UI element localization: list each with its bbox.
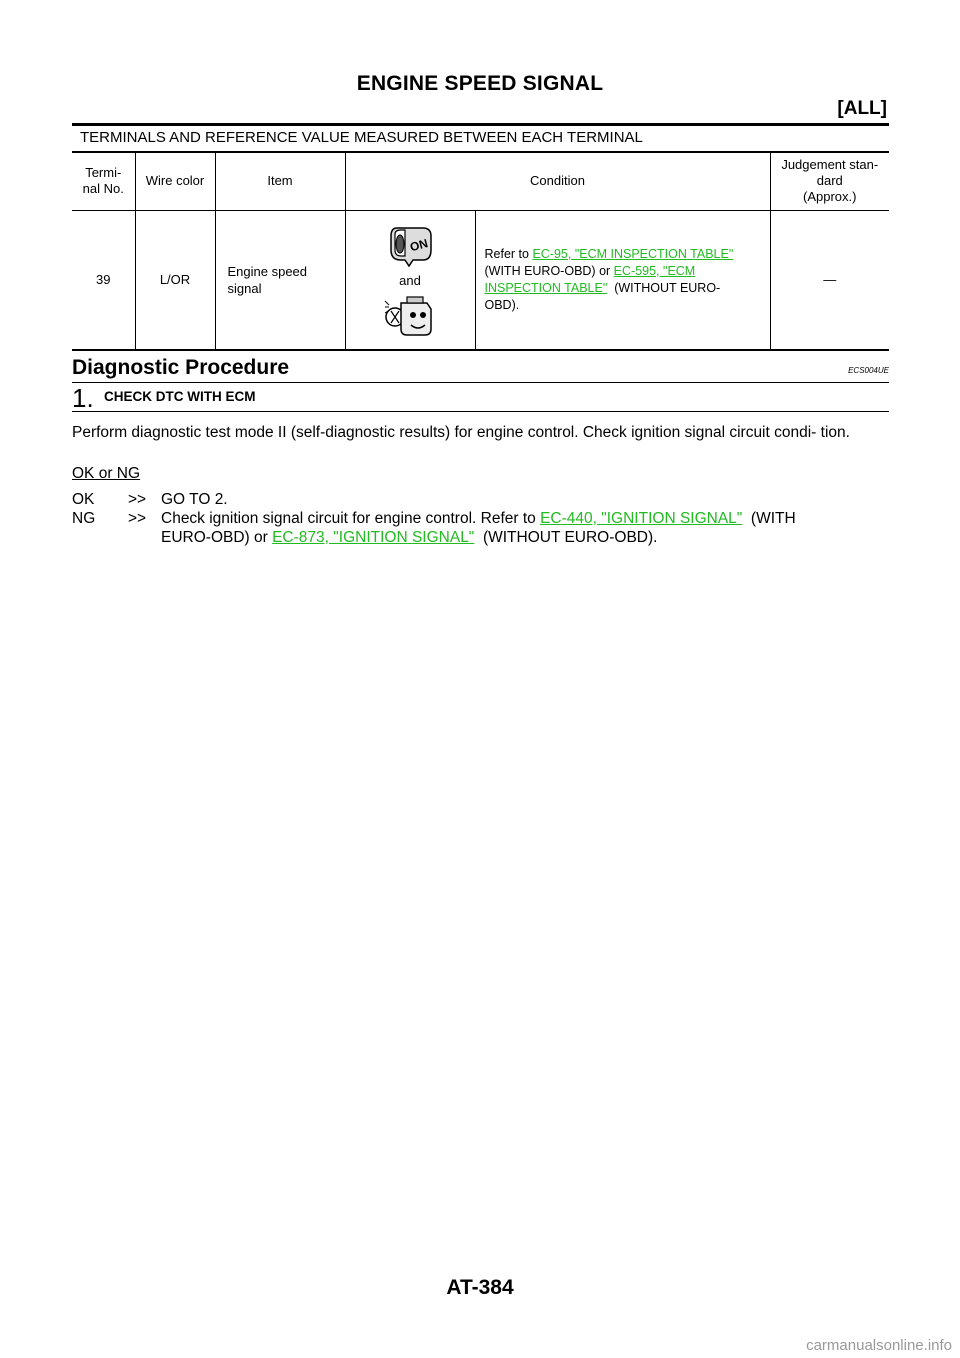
diagnostic-code: ECS004UE	[848, 366, 889, 375]
col-item-header: Item	[215, 153, 346, 211]
col-wire-color-header: Wire color	[135, 153, 216, 211]
ec95-link[interactable]: EC-95, "ECM INSPECTION TABLE"	[532, 246, 734, 261]
step-title: CHECK DTC WITH ECM	[104, 389, 256, 404]
ng-text-part1: Check ignition signal circuit for engine…	[161, 510, 541, 527]
col-judgement-line3: (Approx.)	[803, 189, 857, 205]
ok-ng-label: OK or NG	[72, 465, 141, 482]
wire-color: L/OR	[135, 210, 216, 351]
table-top-rule	[72, 151, 889, 153]
col-terminal-line2: nal No.	[82, 181, 124, 197]
item-line1: Engine speed	[227, 263, 308, 279]
ng-text-part2: (WITH	[742, 510, 796, 527]
svg-text:ON: ON	[408, 236, 429, 254]
condition-reference: Refer to EC-95, "ECM INSPECTION TABLE" (…	[475, 210, 771, 351]
ref-mid: (WITH EURO-OBD) or	[484, 263, 614, 278]
diagnostic-procedure-title: Diagnostic Procedure	[72, 356, 290, 379]
ec595-link-cont[interactable]: INSPECTION TABLE"	[484, 280, 608, 295]
watermark: carmanualsonline.info	[806, 1337, 952, 1354]
ok-arrow: >>	[128, 491, 147, 508]
judgement-value: —	[770, 210, 889, 351]
ng-text-part3: EURO-OBD) or	[161, 529, 273, 546]
item-cell: Engine speed signal	[215, 210, 346, 351]
section-tag: [ALL]	[837, 98, 887, 119]
ref-suffix2: OBD).	[484, 297, 520, 312]
table-header-row: Termi- nal No. Wire color Item Condition…	[72, 153, 889, 211]
ref-prefix: Refer to	[484, 246, 533, 261]
ng-arrow: >>	[128, 510, 147, 527]
col-condition-header: Condition	[345, 153, 771, 211]
ok-label: OK	[72, 491, 95, 508]
ignition-key-on-icon: ON	[390, 227, 432, 268]
col-terminal-line1: Termi-	[85, 165, 122, 181]
condition-and: and	[399, 273, 421, 289]
ng-text-part4: (WITHOUT EURO-OBD).	[474, 529, 658, 546]
item-line2: signal	[227, 280, 262, 296]
step-rule	[72, 411, 889, 412]
col-judgement-line1: Judgement stan-	[781, 157, 879, 173]
page-title: ENGINE SPEED SIGNAL	[356, 72, 604, 95]
ec595-link[interactable]: EC-595, "ECM	[613, 263, 696, 278]
engine-running-icon	[384, 296, 432, 336]
ok-text: GO TO 2.	[161, 491, 228, 508]
col-judgement-line2: dard	[816, 173, 843, 189]
terminal-table: Termi- nal No. Wire color Item Condition…	[72, 153, 889, 351]
header-rule	[72, 123, 889, 126]
ng-text: Check ignition signal circuit for engine…	[161, 509, 889, 547]
step-number: 1.	[72, 383, 94, 413]
ref-suffix1: (WITHOUT EURO-	[607, 280, 721, 295]
diagnostic-rule	[72, 382, 889, 383]
terminal-number: 39	[72, 210, 136, 351]
page-number: AT-384	[446, 1276, 514, 1299]
step-instructions: Perform diagnostic test mode II (self-di…	[72, 424, 850, 441]
ec873-link[interactable]: EC-873, "IGNITION SIGNAL"	[272, 529, 475, 546]
table-heading: TERMINALS AND REFERENCE VALUE MEASURED B…	[80, 129, 643, 146]
table-row: 39 L/OR Engine speed signal ON and	[72, 210, 889, 351]
col-terminal-header: Termi- nal No.	[72, 153, 136, 211]
ng-label: NG	[72, 510, 96, 527]
col-judgement-header: Judgement stan- dard (Approx.)	[770, 153, 889, 211]
ec440-link[interactable]: EC-440, "IGNITION SIGNAL"	[540, 510, 743, 527]
condition-icons: ON and	[345, 210, 476, 351]
